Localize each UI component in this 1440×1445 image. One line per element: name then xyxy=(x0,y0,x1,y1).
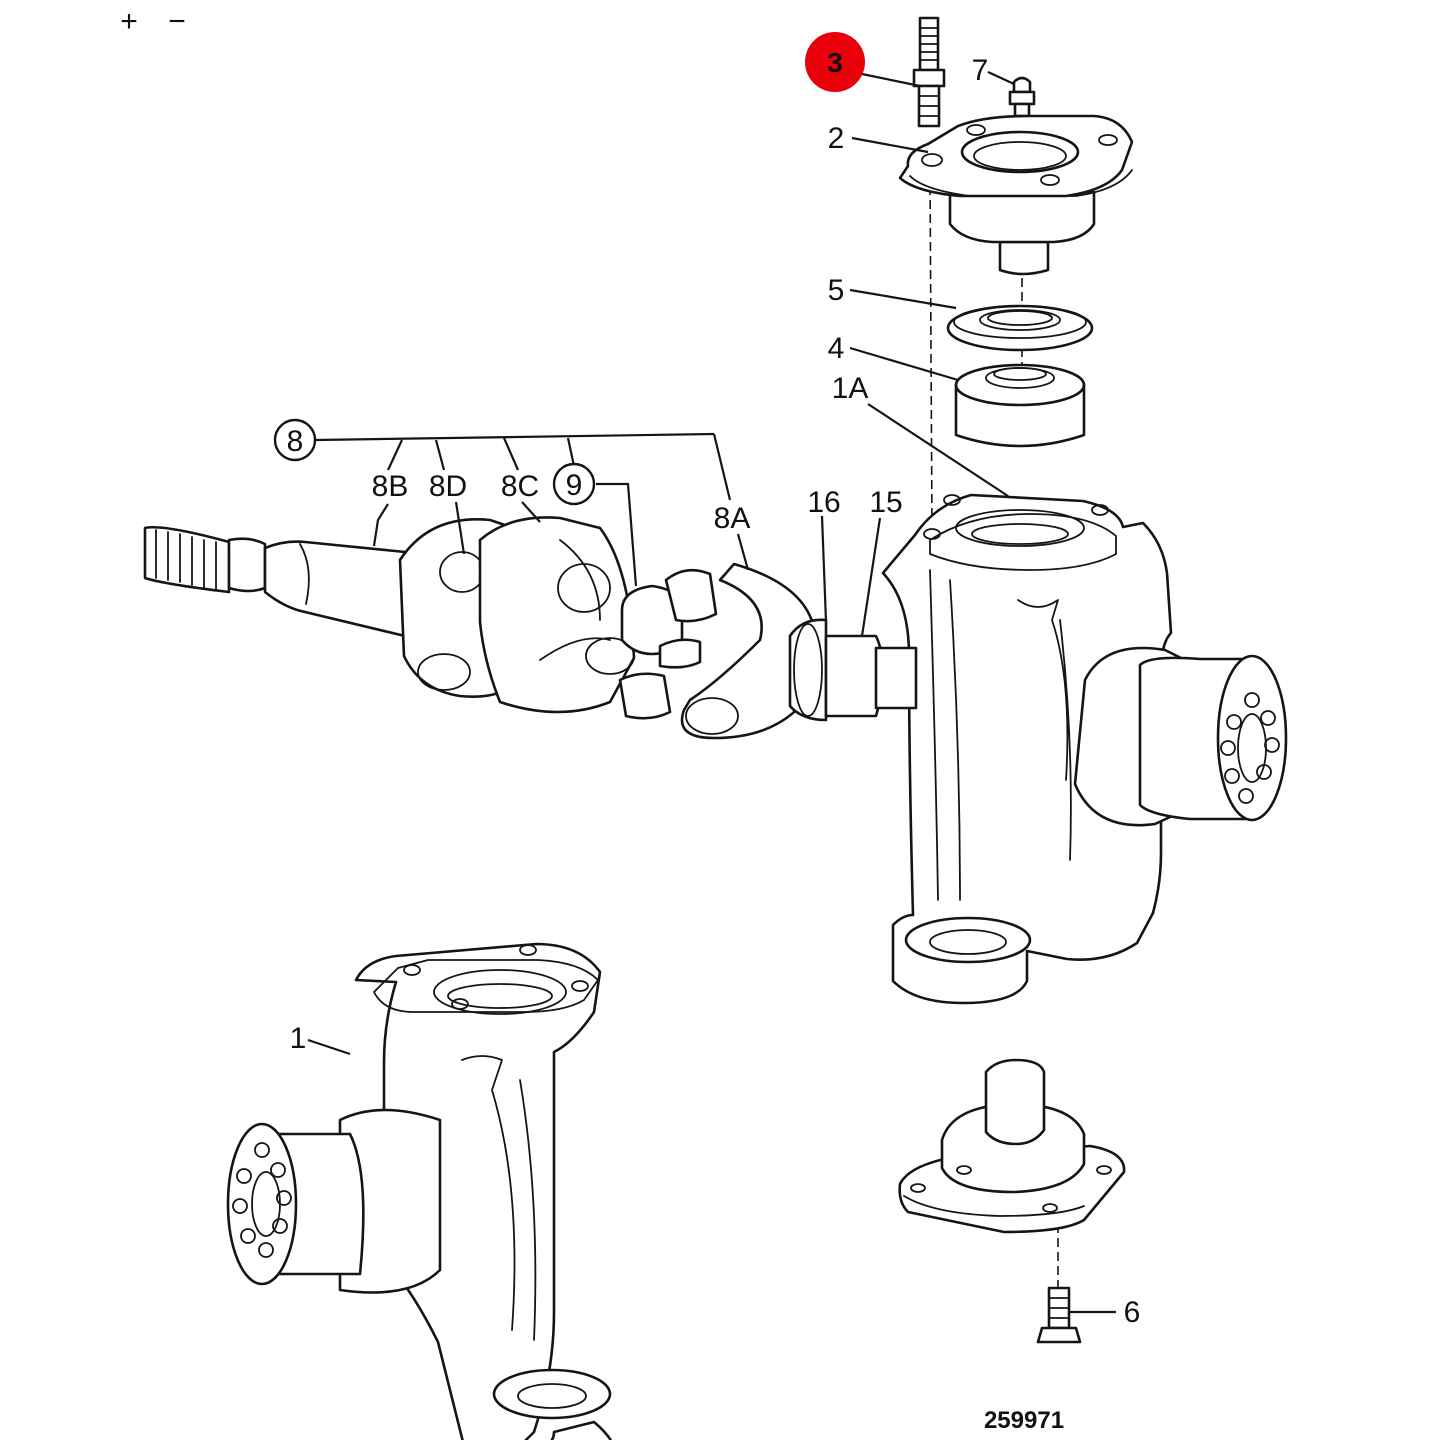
callout-label-4: 4 xyxy=(828,332,845,365)
part-housing-right xyxy=(881,493,1288,1005)
callout-label-1: 1 xyxy=(290,1022,307,1055)
part-seal xyxy=(946,304,1094,352)
part-stud xyxy=(912,16,946,128)
part-grease-nipple xyxy=(1008,76,1036,118)
callout-label-8A: 8A xyxy=(714,502,751,535)
callout-8[interactable]: 8 xyxy=(273,418,317,462)
zoom-in-button[interactable]: + xyxy=(112,4,146,38)
part-housing-left xyxy=(226,942,616,1445)
callout-label-16: 16 xyxy=(807,486,840,519)
callout-label-9: 9 xyxy=(566,469,583,502)
part-top-cap xyxy=(898,114,1134,276)
callout-label-8B: 8B xyxy=(372,470,409,503)
zoom-in-icon: + xyxy=(120,5,138,38)
callout-label-2: 2 xyxy=(828,122,845,155)
leader-lines xyxy=(307,71,1116,1314)
callout-label-8: 8 xyxy=(287,425,304,458)
figure-number: 259971 xyxy=(984,1407,1064,1434)
highlight-marker xyxy=(805,32,865,92)
stud-centerline xyxy=(929,171,933,531)
callout-label-7: 7 xyxy=(972,54,989,87)
part-lower-cap xyxy=(898,1058,1126,1234)
callout-label-1A: 1A xyxy=(832,372,869,405)
callout-label-8C: 8C xyxy=(501,470,539,503)
callout-label-6: 6 xyxy=(1124,1296,1141,1329)
callout-label-5: 5 xyxy=(828,274,845,307)
zoom-out-button[interactable]: − xyxy=(160,4,194,38)
callout-9[interactable]: 9 xyxy=(552,462,596,506)
callout-label-8D: 8D xyxy=(429,470,467,503)
zoom-out-icon: − xyxy=(168,5,186,38)
callout-label-3: 3 xyxy=(827,47,843,78)
part-bolt xyxy=(1036,1286,1082,1344)
part-drive-shaft xyxy=(143,516,918,740)
callout-3-highlighted[interactable]: 3 xyxy=(805,32,865,92)
callout-label-15: 15 xyxy=(869,486,902,519)
part-bearing xyxy=(954,363,1086,448)
